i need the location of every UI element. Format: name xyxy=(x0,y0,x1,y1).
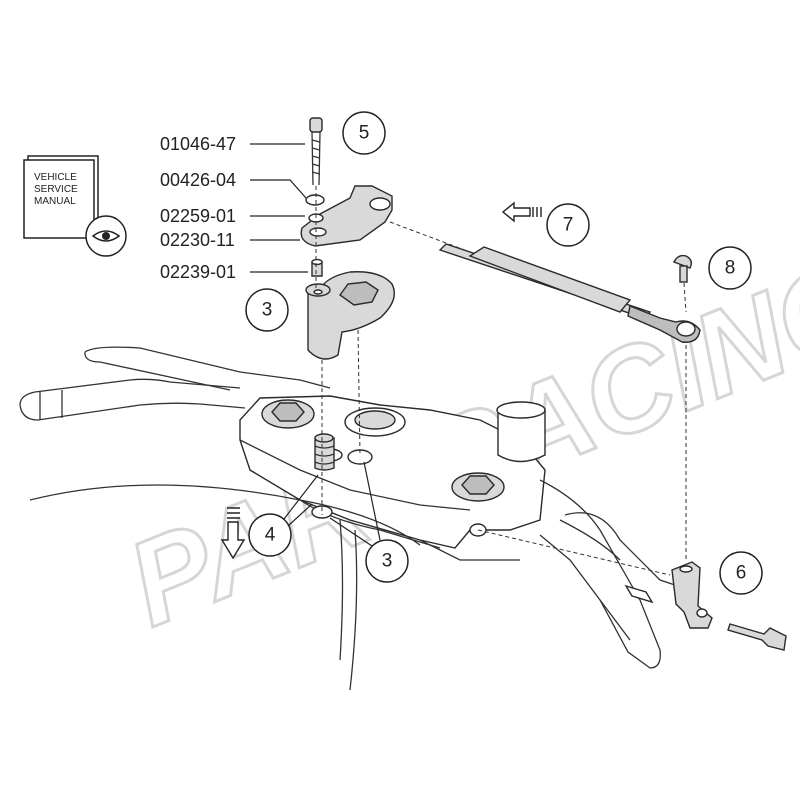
svg-text:3: 3 xyxy=(382,551,393,572)
callout-5: 5 xyxy=(342,111,386,155)
lower-bracket xyxy=(624,561,787,651)
part-number-02230-11: 02230-11 xyxy=(160,230,235,250)
bushing-spring xyxy=(314,433,335,471)
part-number-01046-47: 01046-47 xyxy=(160,134,236,154)
part-number-02259-01: 02259-01 xyxy=(160,206,236,226)
manual-line-1: VEHICLE xyxy=(34,172,77,183)
callout-3-bottom: 3 xyxy=(329,461,409,583)
svg-text:6: 6 xyxy=(736,563,747,584)
arrow-left-icon xyxy=(501,201,542,223)
svg-text:7: 7 xyxy=(563,215,574,236)
service-manual-box: VEHICLE SERVICE MANUAL xyxy=(23,155,127,257)
clamp-stack xyxy=(300,117,393,277)
callout-3-top: 3 xyxy=(245,288,289,332)
callout-8: 8 xyxy=(708,246,752,290)
part-number-labels: 01046-47 00426-04 02259-01 02230-11 0223… xyxy=(160,134,308,282)
svg-text:3: 3 xyxy=(262,300,273,321)
callout-6: 6 xyxy=(719,551,763,595)
part-number-00426-04: 00426-04 xyxy=(160,170,236,190)
part-number-02239-01: 02239-01 xyxy=(160,262,236,282)
steering-damper xyxy=(438,243,701,343)
svg-text:4: 4 xyxy=(265,525,276,546)
manual-line-2: SERVICE xyxy=(34,184,78,195)
damper-bolt xyxy=(673,254,693,283)
callout-7: 7 xyxy=(546,203,590,247)
mount-bracket xyxy=(305,271,395,360)
manual-line-3: MANUAL xyxy=(34,196,76,207)
svg-text:5: 5 xyxy=(359,123,370,144)
arrow-down-icon xyxy=(220,507,246,560)
motorcycle-front-outline xyxy=(19,346,691,691)
svg-text:8: 8 xyxy=(725,258,736,279)
assembly-lines xyxy=(315,186,687,576)
callouts: 5 3 7 8 4 3 6 xyxy=(245,111,763,595)
callout-4: 4 xyxy=(248,474,319,557)
